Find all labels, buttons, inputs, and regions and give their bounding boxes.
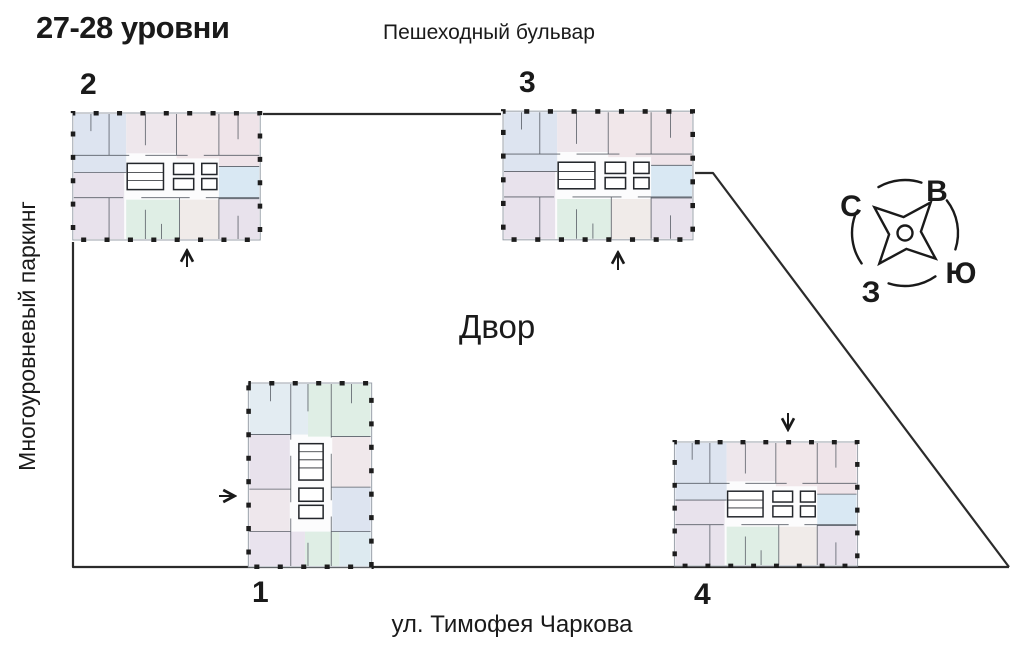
- boulevard-label: Пешеходный бульвар: [383, 21, 595, 44]
- parking-label: Многоуровневый паркинг: [14, 201, 40, 471]
- building-number-3: 3: [519, 66, 536, 99]
- compass-letter-west: З: [862, 276, 881, 309]
- compass-arcs: [850, 178, 960, 288]
- compass-center-circle: [896, 224, 914, 242]
- compass-letter-south: Ю: [946, 257, 977, 290]
- boundary-left-bottom: [71, 242, 1009, 569]
- compass-letter-north: С: [840, 190, 862, 223]
- building-plan-2[interactable]: [70, 111, 263, 242]
- compass-letter-east: В: [926, 175, 948, 208]
- page-title: 27-28 уровни: [36, 10, 230, 45]
- compass-rose: С В Ю З: [840, 175, 976, 309]
- building-plan-4[interactable]: [672, 440, 860, 568]
- street-label: ул. Тимофея Чаркова: [391, 611, 633, 638]
- courtyard-label: Двор: [459, 308, 536, 345]
- building-number-4: 4: [694, 578, 711, 611]
- building-plan-1[interactable]: [246, 381, 374, 569]
- building-plan-3[interactable]: [501, 109, 695, 242]
- building-number-2: 2: [80, 68, 97, 101]
- building-number-1: 1: [252, 576, 269, 609]
- compass-star: [871, 199, 939, 267]
